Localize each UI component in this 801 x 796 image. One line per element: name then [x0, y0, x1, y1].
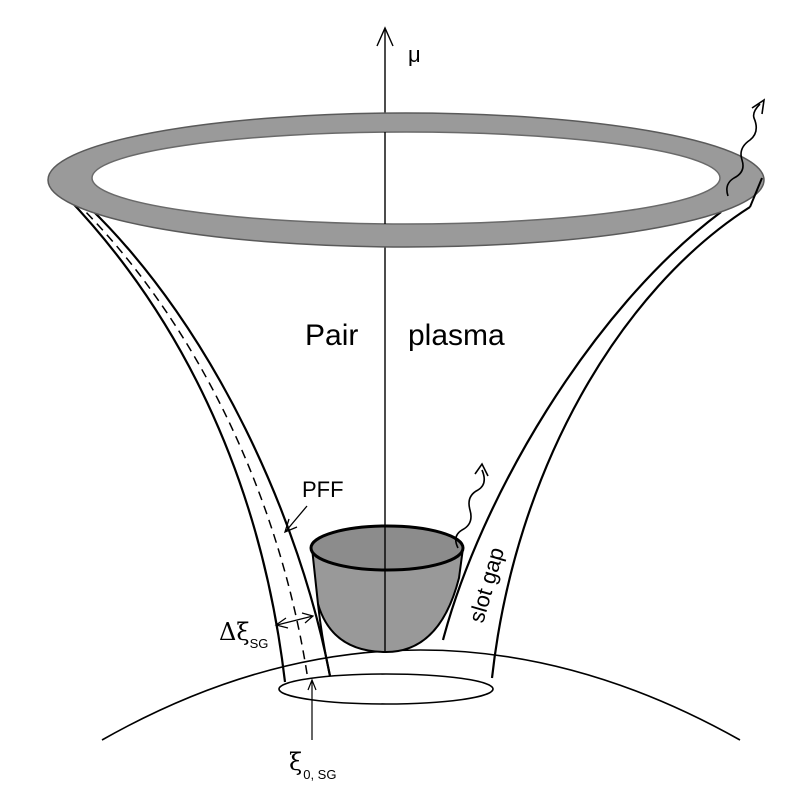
magnetic-axis-arrowhead	[376, 26, 394, 47]
xi0-symbol: ξ	[289, 748, 302, 776]
gap-width-arrow-line	[276, 615, 314, 626]
magnetic-axis-label: μ	[408, 42, 421, 67]
outer-right-field-line-top	[749, 177, 763, 208]
gap-width-arrowhead-left	[274, 617, 289, 629]
pff-pointer-line	[285, 505, 308, 532]
inner-left-field-line	[89, 207, 332, 677]
slot-gap-center-dashed-line	[75, 201, 309, 681]
ring-opening	[91, 131, 721, 225]
gap-width-arrowhead-right	[301, 612, 315, 624]
polar-cap-ellipse	[278, 673, 494, 705]
pff-label: PFF	[302, 477, 344, 502]
inner-cup-rim	[309, 524, 465, 572]
outer-left-field-line	[65, 195, 287, 683]
xi0-pointer-arrowhead	[307, 678, 317, 691]
photon-squiggle-cup-icon	[454, 469, 486, 549]
xi0-label: ξ0, SG	[289, 748, 336, 782]
plasma-label: plasma	[408, 319, 505, 352]
pff-curve	[317, 603, 331, 677]
photon-arrowhead-top-icon	[751, 98, 766, 115]
gap-width-subscript: SG	[250, 636, 269, 651]
photon-arrowhead-cup-icon	[474, 462, 489, 477]
pff-pointer-arrowhead	[283, 518, 298, 534]
gap-width-label: ΔξSG	[219, 618, 268, 651]
star-surface-arc	[101, 649, 741, 741]
inner-right-field-line	[441, 211, 722, 641]
gap-width-symbol: Δξ	[219, 618, 250, 646]
photon-squiggle-top-icon	[726, 103, 761, 197]
xi0-subscript: 0, SG	[303, 767, 336, 782]
inner-cup-bowl	[310, 547, 465, 654]
outer-right-field-line	[490, 206, 751, 679]
pair-label: Pair	[305, 319, 358, 352]
